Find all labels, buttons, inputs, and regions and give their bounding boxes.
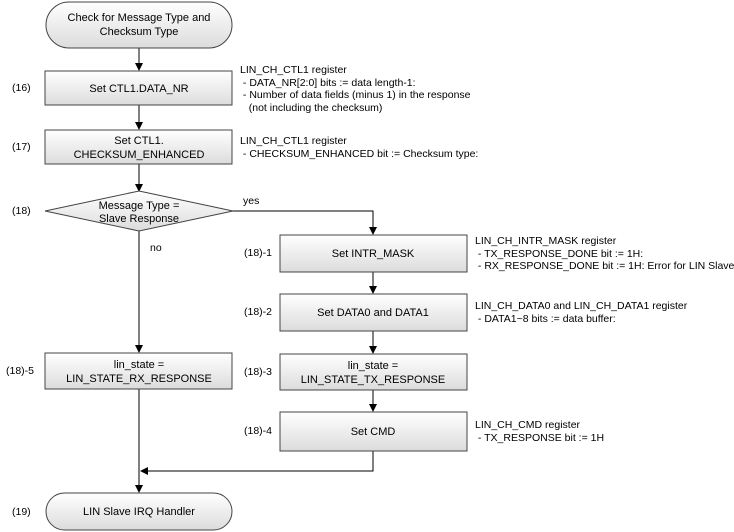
step-label-18-2: (18)-2 [244,306,273,318]
note-18-1: LIN_CH_INTR_MASK register - TX_RESPONSE_… [475,235,734,273]
note-18-1-line-2: - TX_RESPONSE_DONE bit := 1H: [475,247,644,260]
set-cmd-label: Set CMD [351,426,396,438]
note-18-1-line-3: - RX_RESPONSE_DONE bit := 1H: Error for … [475,260,734,272]
step-label-17: (17) [12,141,31,153]
note-18-1-line-1: LIN_CH_INTR_MASK register [475,235,617,247]
step-label-19: (19) [12,506,31,518]
step-label-18-4: (18)-4 [244,425,273,437]
arrow-yes-branch [233,210,377,235]
branch-yes-label: yes [243,195,260,207]
decision-message-type: Message Type = Slave Response [44,190,234,232]
step-label-18: (18) [12,205,31,217]
note-16-line-3: - Number of data fields (minus 1) in the… [240,89,471,101]
note-16-line-2: - DATA_NR[2:0] bits := data length-1: [240,76,416,89]
rx-response-line-1: lin_state = [114,359,164,371]
rx-response-line-2: LIN_STATE_RX_RESPONSE [66,373,212,385]
end-terminator: LIN Slave IRQ Handler [45,492,233,531]
note-17-line-1: LIN_CH_CTL1 register [240,135,347,147]
note-18-4-line-2: - TX_RESPONSE bit := 1H [475,431,605,444]
set-data-nr-label: Set CTL1.DATA_NR [89,83,188,95]
start-terminator: Check for Message Type and Checksum Type [45,1,233,49]
process-set-data0-data1: Set DATA0 and DATA1 [279,293,468,332]
note-16: LIN_CH_CTL1 register - DATA_NR[2:0] bits… [240,64,471,114]
process-set-intr-mask: Set INTR_MASK [279,234,468,273]
end-label: LIN Slave IRQ Handler [83,506,195,518]
note-16-line-4: (not including the checksum) [240,101,383,114]
tx-response-line-2: LIN_STATE_TX_RESPONSE [301,374,445,386]
set-checksum-line-1: Set CTL1. [114,135,164,147]
note-18-2-line-2: - DATA1~8 bits := data buffer: [475,312,616,325]
set-data0-data1-label: Set DATA0 and DATA1 [317,307,429,319]
tx-response-line-1: lin_state = [348,360,398,372]
branch-no-label: no [150,242,162,254]
process-set-checksum: Set CTL1. CHECKSUM_ENHANCED [44,129,233,165]
process-set-cmd: Set CMD [279,411,468,452]
note-18-4: LIN_CH_CMD register - TX_RESPONSE bit :=… [475,419,604,444]
note-17-line-2: - CHECKSUM_ENHANCED bit := Checksum type… [240,147,479,160]
process-set-data-nr: Set CTL1.DATA_NR [44,70,233,106]
step-label-16: (16) [12,82,31,94]
process-tx-response: lin_state = LIN_STATE_TX_RESPONSE [279,353,468,391]
step-label-18-5: (18)-5 [6,365,35,377]
process-rx-response: lin_state = LIN_STATE_RX_RESPONSE [44,352,233,390]
step-label-18-1: (18)-1 [244,247,273,259]
note-18-2-line-1: LIN_CH_DATA0 and LIN_CH_DATA1 register [475,300,688,312]
arrow-18-4-merge [140,451,374,475]
step-label-18-3: (18)-3 [244,366,273,378]
note-18-2: LIN_CH_DATA0 and LIN_CH_DATA1 register -… [475,300,687,325]
connectors [135,48,377,493]
note-17: LIN_CH_CTL1 register - CHECKSUM_ENHANCED… [240,135,478,160]
decision-line-1: Message Type = [99,200,180,212]
note-18-4-line-1: LIN_CH_CMD register [475,419,581,431]
start-line-1: Check for Message Type and [68,12,211,24]
set-intr-mask-label: Set INTR_MASK [332,248,415,260]
set-checksum-line-2: CHECKSUM_ENHANCED [74,149,205,161]
decision-line-2: Slave Response [99,213,179,225]
note-16-line-1: LIN_CH_CTL1 register [240,64,347,76]
start-line-2: Checksum Type [100,26,179,38]
